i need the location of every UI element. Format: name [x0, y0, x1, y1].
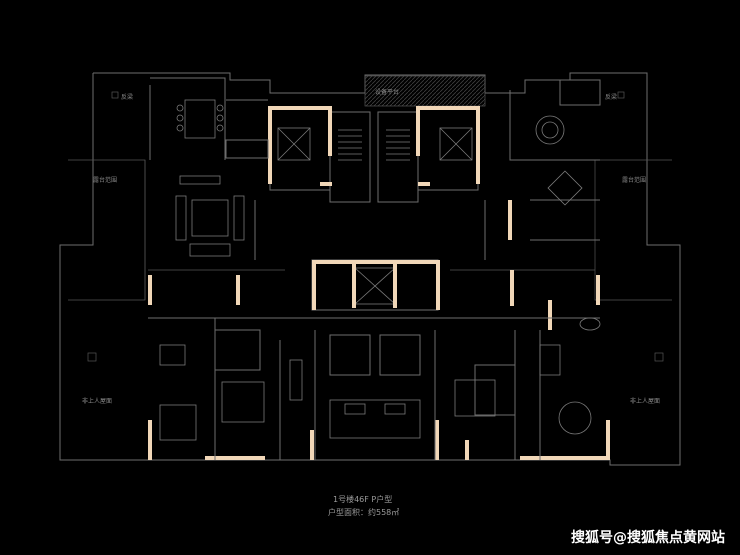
core-elevators-stairs: [269, 107, 479, 311]
plan-caption-area: 户型面积：约558㎡: [328, 507, 399, 517]
unaccessible-roof-east-label: 非上人屋面: [630, 397, 660, 405]
terrace-nw-label: 反梁: [121, 93, 133, 101]
balcony-range-west-label: 露台范围: [93, 176, 117, 184]
terrace-ne-label: 反梁: [605, 93, 617, 101]
roof-markers: [87, 91, 664, 362]
watermark-text: 搜狐号@搜狐焦点黄网站: [571, 529, 725, 546]
room-partitions: [148, 77, 601, 460]
equipment-platform-label: 设备平台: [375, 88, 399, 96]
unaccessible-roof-west-label: 非上人屋面: [82, 397, 112, 405]
plan-caption-unit: 1号楼46F P户型: [333, 494, 392, 504]
furniture: [159, 99, 601, 441]
accent-walls: [148, 106, 610, 460]
balcony-range-east-label: 露台范围: [622, 176, 646, 184]
